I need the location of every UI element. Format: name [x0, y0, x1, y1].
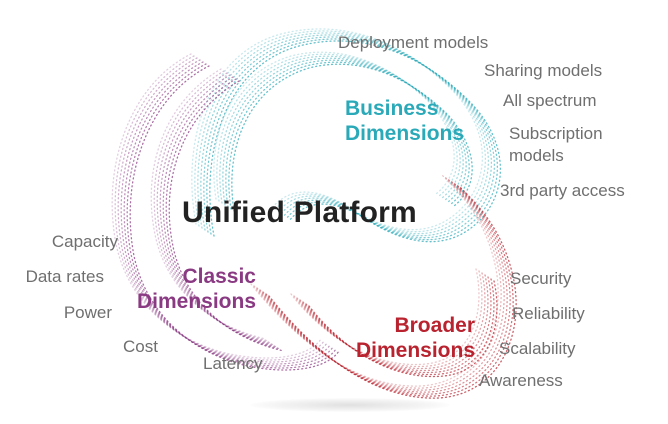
- classic-ribbon: [111, 53, 322, 359]
- business-item-all-spectrum: All spectrum: [503, 91, 597, 110]
- broader-ribbon: [268, 185, 517, 399]
- business-ribbon: [194, 30, 487, 233]
- classic-item-latency: Latency: [203, 354, 263, 373]
- classic-ribbon: [123, 61, 334, 367]
- broader-ribbon: [253, 175, 502, 389]
- center-title: Unified Platform: [182, 196, 417, 229]
- business-ribbon-inner: [228, 61, 470, 210]
- classic-ribbon-inner: [150, 68, 267, 340]
- business-item-sharing-models: Sharing models: [484, 61, 603, 80]
- business-ribbon: [197, 32, 490, 235]
- classic-ribbon: [126, 63, 337, 369]
- broader-ribbon: [262, 181, 511, 395]
- broader-dimensions-heading: Broader Dimensions: [355, 314, 475, 362]
- business-ribbon-inner: [216, 53, 458, 202]
- broader-item-reliability: Reliability: [512, 304, 585, 323]
- business-ribbon-inner: [213, 51, 455, 200]
- business-ribbon: [200, 34, 493, 237]
- ribbon-group: [111, 28, 517, 399]
- classic-dimensions-heading: Classic Dimensions: [136, 265, 256, 313]
- classic-ribbon: [117, 57, 328, 363]
- broader-item-awareness: Awareness: [479, 371, 563, 390]
- business-ribbon: [191, 28, 484, 231]
- business-ribbon-inner: [219, 55, 461, 204]
- broader-ribbon: [250, 173, 499, 387]
- broader-ribbon-inner: [296, 272, 486, 370]
- classic-ribbon-inner: [156, 72, 273, 344]
- business-item-subscription-models: Subscription models: [509, 124, 603, 165]
- broader-ribbon-inner: [305, 278, 495, 376]
- broader-ribbon: [259, 179, 508, 393]
- classic-ribbon-inner: [162, 76, 279, 348]
- classic-ribbon: [120, 59, 331, 365]
- broader-ribbon-inner: [302, 276, 492, 374]
- classic-ribbon: [129, 65, 340, 371]
- business-ribbon-inner: [225, 59, 467, 208]
- business-ribbon-inner: [222, 57, 464, 206]
- classic-ribbon: [114, 55, 325, 361]
- ground-shadow: [250, 398, 450, 412]
- business-item-deployment-models: Deployment models: [338, 33, 489, 52]
- classic-ribbon-inner: [159, 74, 276, 346]
- classic-item-cost: Cost: [123, 337, 158, 356]
- business-ribbon: [206, 38, 499, 241]
- business-dimensions-heading: Business Dimensions: [345, 97, 465, 145]
- broader-ribbon-inner: [308, 280, 498, 378]
- classic-ribbon-inner: [165, 78, 282, 350]
- classic-item-capacity: Capacity: [51, 232, 118, 251]
- business-ribbon: [203, 36, 496, 239]
- business-ribbon-inner: [231, 63, 473, 212]
- broader-item-scalability: Scalability: [499, 339, 576, 358]
- business-item-3rd-party-access: 3rd party access: [500, 181, 625, 200]
- classic-item-power: Power: [63, 303, 112, 322]
- classic-item-data-rates: Data rates: [25, 267, 104, 286]
- broader-ribbon: [256, 177, 505, 391]
- broader-ribbon-inner: [293, 270, 483, 368]
- broader-item-security: Security: [510, 269, 572, 288]
- broader-ribbon-inner: [290, 268, 480, 366]
- classic-ribbon-inner: [168, 80, 285, 352]
- business-ribbon: [209, 40, 502, 243]
- classic-ribbon-inner: [153, 70, 270, 342]
- broader-ribbon: [265, 183, 514, 397]
- broader-ribbon-inner: [299, 274, 489, 372]
